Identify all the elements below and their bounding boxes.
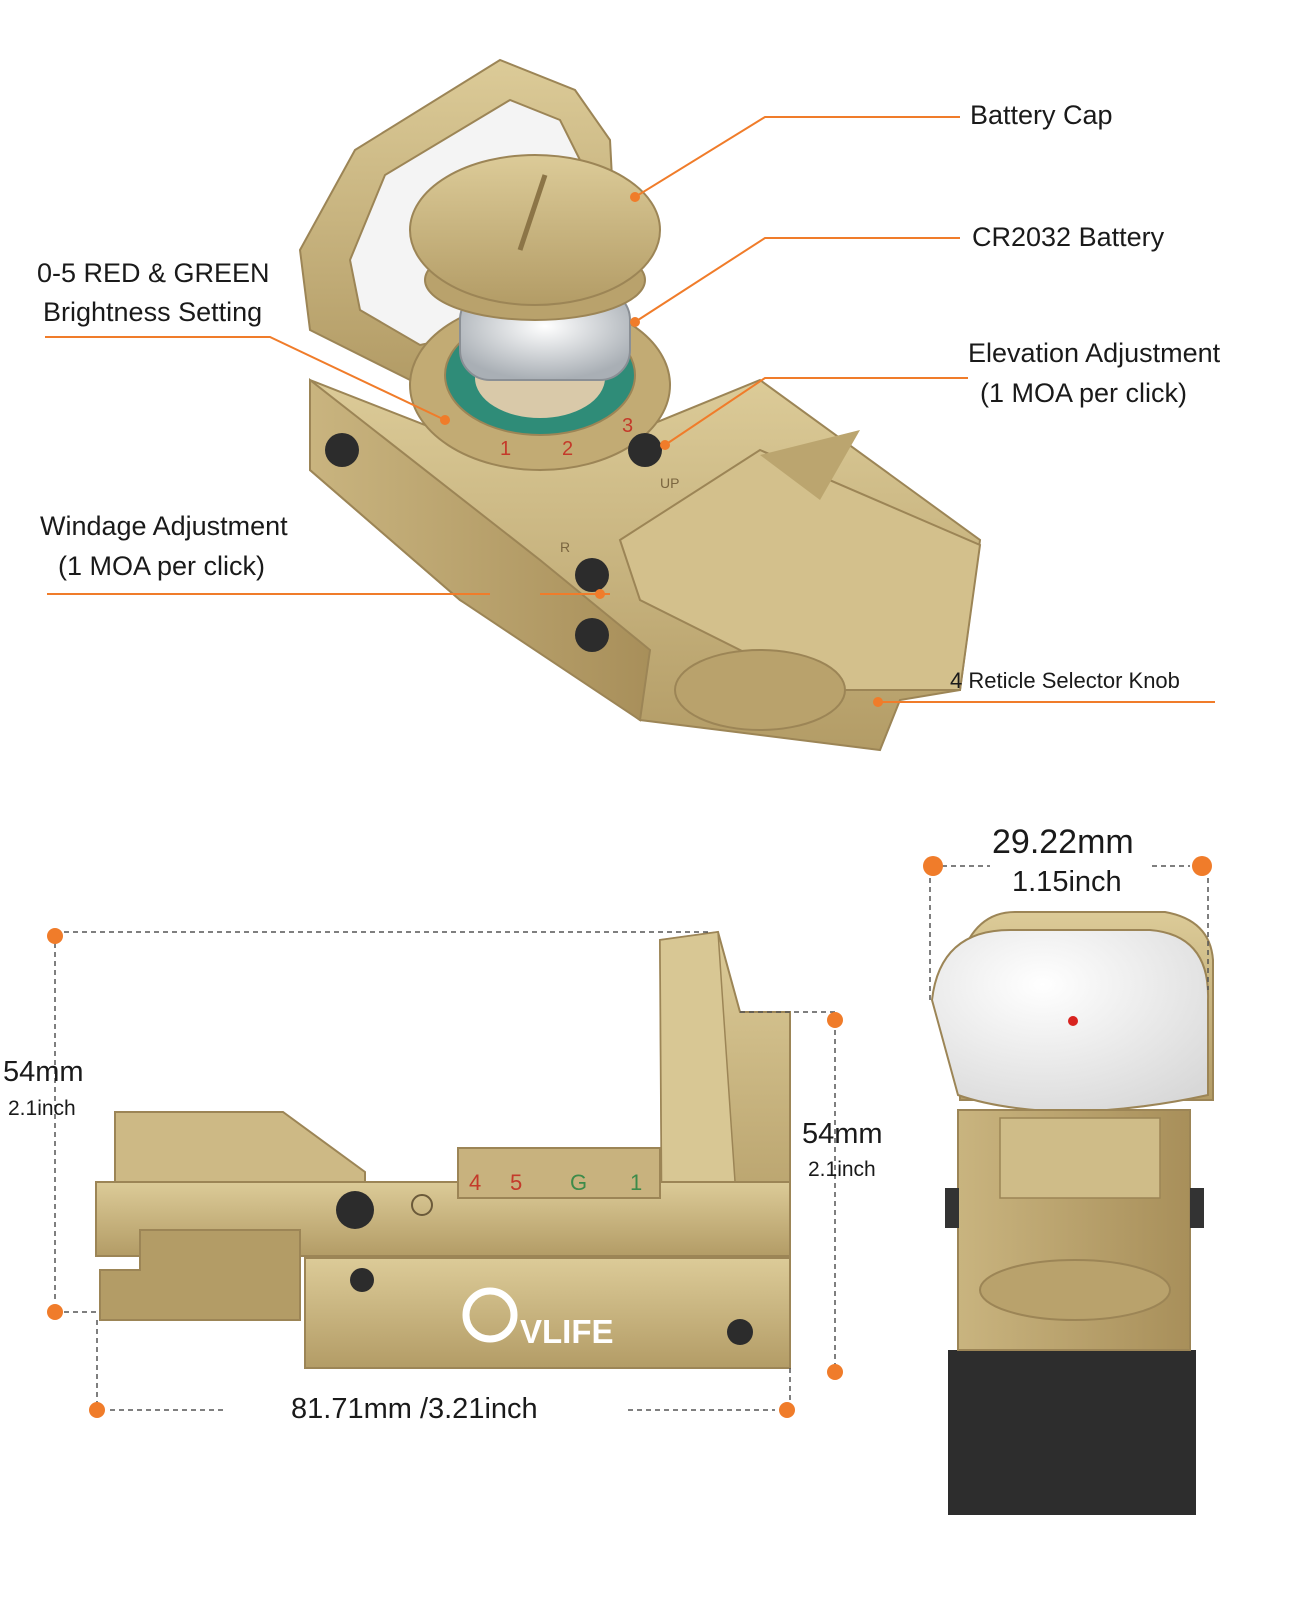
elevation-label-line2: (1 MOA per click) bbox=[980, 378, 1188, 408]
front-view-dimension-dots bbox=[923, 856, 1212, 876]
side-dial-5: 5 bbox=[510, 1170, 522, 1195]
top-scope-illustration: 1 2 3 UP R bbox=[298, 58, 982, 752]
mount-screw-icon bbox=[325, 433, 359, 467]
left-height-inch: 2.1inch bbox=[8, 1097, 76, 1120]
red-dot-reticle-icon bbox=[1068, 1016, 1078, 1026]
brand-logo-icon bbox=[462, 1287, 518, 1343]
width-mm: 29.22mm bbox=[992, 823, 1134, 861]
right-height-inch: 2.1inch bbox=[808, 1158, 876, 1181]
elevation-label-line1: Elevation Adjustment bbox=[968, 338, 1221, 368]
side-view-dimension-dots bbox=[47, 928, 843, 1418]
brightness-label-line2: Brightness Setting bbox=[43, 297, 263, 327]
battery-label: CR2032 Battery bbox=[972, 222, 1165, 252]
right-height-mm: 54mm bbox=[802, 1118, 883, 1150]
width-inch: 1.15inch bbox=[1012, 866, 1122, 898]
windage-label-line1: Windage Adjustment bbox=[40, 511, 288, 541]
front-view-dimensions bbox=[929, 865, 1209, 1000]
length-dimension: 81.71mm /3.21inch bbox=[291, 1393, 538, 1425]
cross-screw-icon bbox=[411, 1194, 433, 1216]
side-dial-g: G bbox=[570, 1170, 587, 1195]
side-view-illustration: 4 5 G 1 VLIFE bbox=[95, 930, 791, 1369]
dial-mark-3: 3 bbox=[622, 415, 633, 437]
left-height-mm: 54mm bbox=[3, 1056, 84, 1088]
callout-lines bbox=[45, 116, 1215, 703]
front-view-illustration bbox=[930, 911, 1214, 1515]
callout-dots bbox=[440, 192, 883, 707]
reticle-knob-label: 4 Reticle Selector Knob bbox=[950, 668, 1180, 693]
windage-label-line2: (1 MOA per click) bbox=[58, 551, 266, 581]
elevation-up-mark: UP bbox=[660, 475, 679, 491]
windage-screw-icon bbox=[575, 558, 609, 592]
elevation-screw-icon bbox=[628, 433, 662, 467]
dial-mark-1: 1 bbox=[500, 438, 511, 460]
side-screw-icon bbox=[336, 1191, 374, 1229]
lower-screw-icon bbox=[575, 618, 609, 652]
battery-cap-label: Battery Cap bbox=[970, 100, 1113, 130]
side-view-dimensions bbox=[54, 931, 836, 1411]
windage-r-mark: R bbox=[560, 539, 570, 555]
side-dial-4: 4 bbox=[469, 1170, 481, 1195]
brightness-label-line1: 0-5 RED & GREEN bbox=[37, 258, 270, 288]
brand-name: VLIFE bbox=[520, 1313, 614, 1350]
side-dial-1: 1 bbox=[630, 1170, 642, 1195]
dial-mark-2: 2 bbox=[562, 438, 573, 460]
